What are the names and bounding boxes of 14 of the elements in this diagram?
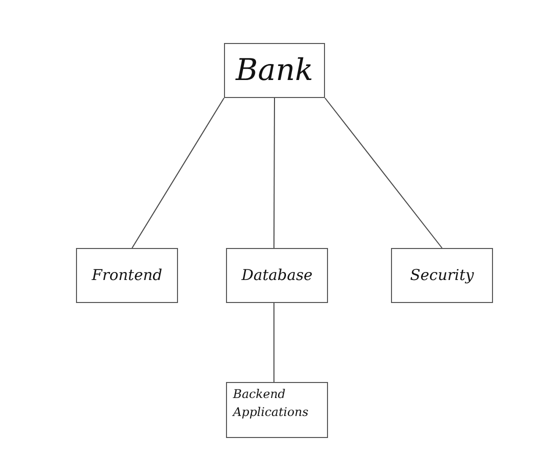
process-box: [391, 248, 493, 303]
connector-line: [132, 98, 224, 248]
node-label: Security: [410, 265, 474, 286]
node-label: Backend Applications: [233, 386, 310, 421]
node-label: Frontend: [92, 265, 162, 286]
node-label: Bank: [236, 52, 314, 90]
process-box: [76, 248, 178, 303]
connector-line: [273, 302, 274, 382]
connector-line: [273, 98, 275, 248]
process-box: [226, 248, 328, 303]
connector-line: [324, 98, 442, 248]
process-box: [226, 382, 328, 438]
node-label: Database: [241, 265, 313, 286]
process-box: [224, 43, 325, 98]
